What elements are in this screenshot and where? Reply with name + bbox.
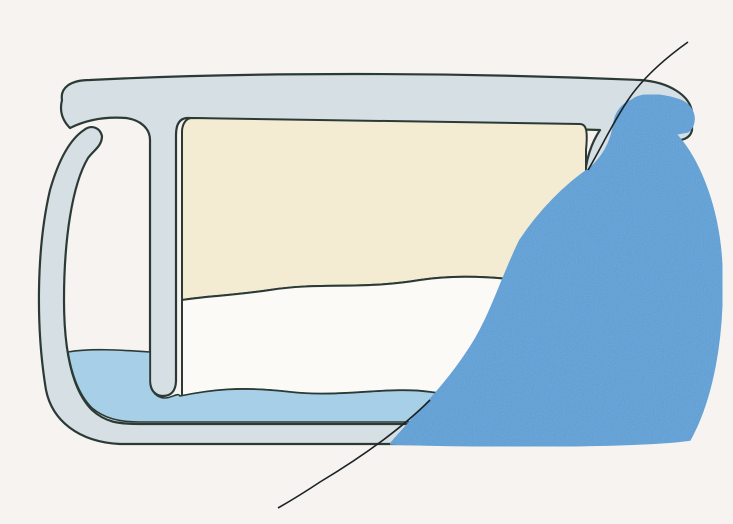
diagram-canvas (0, 0, 733, 524)
diagram-svg (0, 0, 733, 524)
